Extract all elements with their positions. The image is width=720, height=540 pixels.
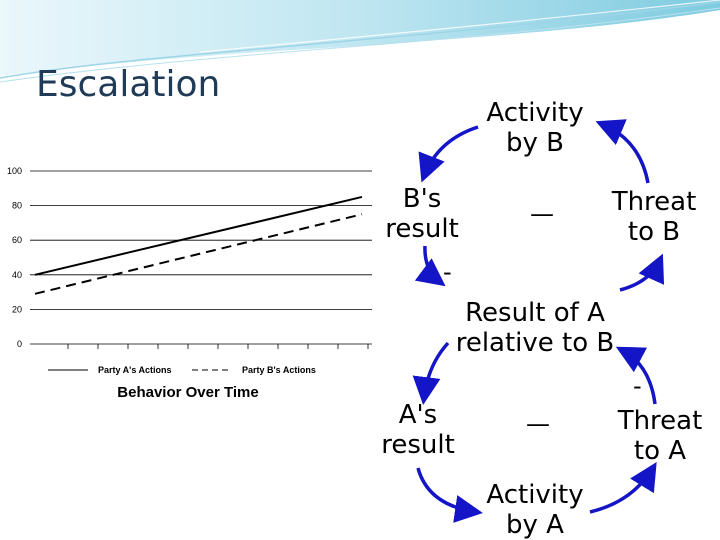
chart-y-ticks: 0 20 40 60 80 100 bbox=[7, 166, 22, 349]
a-result-line1: A's bbox=[398, 400, 438, 430]
activity-by-b-line1: Activity bbox=[486, 98, 584, 128]
arrow-threat-a-to-shared bbox=[615, 346, 657, 405]
b-result-line2: result bbox=[385, 214, 459, 244]
wave-banner bbox=[0, 0, 720, 83]
shared-result-line2: relative to B bbox=[455, 328, 615, 358]
arrow-threat-b-to-activity-b bbox=[595, 119, 650, 184]
y-tick-label: 0 bbox=[17, 339, 22, 349]
a-result-node: A's result bbox=[368, 400, 468, 460]
series-line-0 bbox=[34, 195, 363, 276]
activity-by-a-node: Activity by A bbox=[470, 480, 600, 540]
chart-legend: Party A's Actions Party B's Actions bbox=[48, 365, 316, 375]
chart-title: Behavior Over Time bbox=[117, 384, 258, 401]
threat-to-a-line2: to A bbox=[633, 436, 687, 466]
loop-a-arrow-sign: - bbox=[633, 372, 642, 400]
slide-title: Escalation bbox=[36, 64, 221, 105]
y-tick-label: 40 bbox=[12, 270, 22, 280]
arrow-activity-b-to-b-result bbox=[418, 125, 479, 183]
arrow-shared-to-a-result bbox=[412, 341, 450, 405]
arrow-activity-a-to-threat-a bbox=[589, 462, 657, 514]
threat-to-a-line1: Threat bbox=[617, 406, 703, 436]
b-result-node: B's result bbox=[372, 184, 472, 244]
activity-by-a-line2: by A bbox=[506, 510, 564, 540]
loop-b-arrow-sign: - bbox=[443, 258, 452, 286]
arrow-a-result-to-activity-a bbox=[416, 467, 483, 523]
chart-grid bbox=[30, 170, 372, 345]
activity-by-a-line1: Activity bbox=[486, 480, 584, 510]
series-line-1 bbox=[34, 213, 363, 295]
y-tick-label: 100 bbox=[7, 166, 22, 176]
legend-label-0: Party A's Actions bbox=[98, 365, 172, 375]
behavior-chart: 0 20 40 60 80 100 Party A's Actions Party B's … bbox=[0, 158, 380, 408]
arrow-b-result-to-shared bbox=[414, 245, 446, 287]
a-result-line2: result bbox=[381, 430, 455, 460]
threat-to-a-node: Threat to A bbox=[604, 406, 716, 466]
shared-result-line1: Result of A bbox=[465, 298, 605, 328]
legend-label-1: Party B's Actions bbox=[242, 365, 316, 375]
arrow-shared-to-threat-b bbox=[619, 253, 665, 292]
chart-svg: 0 20 40 60 80 100 Party A's Actions Party B's … bbox=[7, 166, 372, 401]
b-result-line1: B's bbox=[402, 184, 442, 214]
y-tick-label: 80 bbox=[12, 201, 22, 211]
y-tick-label: 60 bbox=[12, 235, 22, 245]
chart-series bbox=[34, 195, 363, 295]
chart-x-ticks bbox=[67, 344, 369, 349]
activity-by-b-node: Activity by B bbox=[470, 98, 600, 158]
loop-b-center-sign: — bbox=[530, 200, 554, 228]
threat-to-b-line1: Threat bbox=[611, 187, 697, 217]
shared-result-node: Result of A relative to B bbox=[446, 298, 624, 358]
loop-a-center-sign: — bbox=[526, 410, 550, 438]
y-tick-label: 20 bbox=[12, 304, 22, 314]
threat-to-b-node: Threat to B bbox=[598, 187, 710, 247]
threat-to-b-line2: to B bbox=[627, 217, 681, 247]
activity-by-b-line2: by B bbox=[506, 128, 564, 158]
